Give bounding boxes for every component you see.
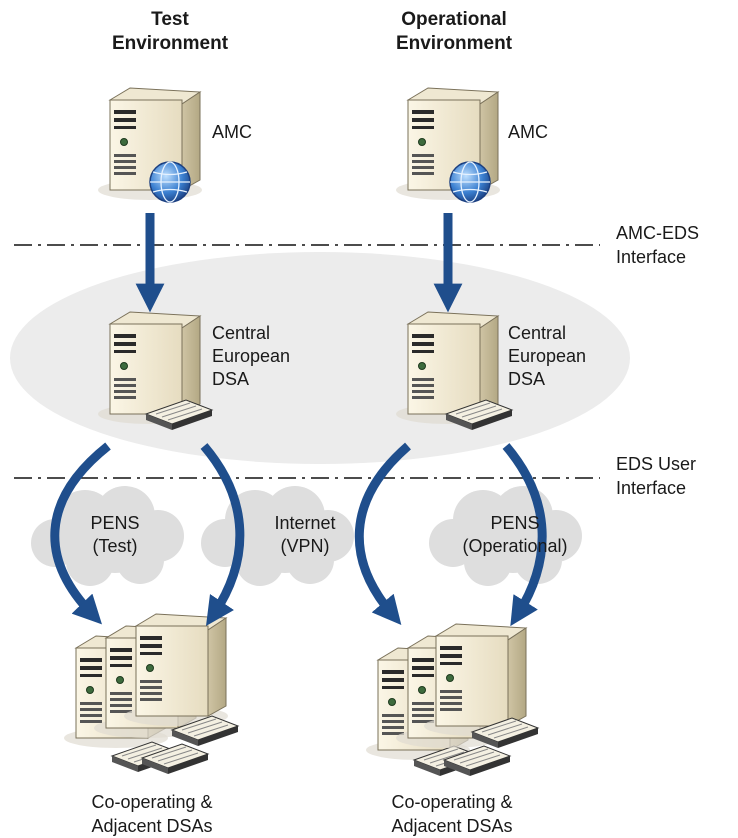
- amc-eds-interface-line1: AMC-EDS: [616, 223, 700, 243]
- adjacent-dsa-operational-label: Co-operating & Adjacent DSAs: [342, 790, 562, 838]
- pens-test-line1: PENS: [90, 513, 140, 533]
- dsa-test-label-line1: Central: [212, 323, 271, 343]
- pens-operational-line1: PENS: [490, 513, 540, 533]
- pens-test-label: PENS (Test): [30, 512, 200, 558]
- pens-operational-label: PENS (Operational): [430, 512, 600, 558]
- amc-eds-interface-line2: Interface: [616, 247, 687, 267]
- adjacent-dsa-test-label: Co-operating & Adjacent DSAs: [42, 790, 262, 838]
- arrow-dsa-test-pens: [50, 442, 111, 625]
- dsa-test-label: Central European DSA: [212, 322, 290, 391]
- pens-operational-line2: (Operational): [462, 536, 568, 556]
- arrow-dsa-test-internet: [200, 443, 245, 626]
- adjacent-dsa-operational-cluster-icon: [365, 623, 539, 777]
- amc-test-globe-icon: [149, 161, 191, 203]
- dsa-operational-label-line2: European: [508, 346, 587, 366]
- amc-operational-globe-icon: [449, 161, 491, 203]
- amc-eds-interface-label: AMC-EDS Interface: [616, 221, 699, 269]
- dsa-operational-label: Central European DSA: [508, 322, 586, 391]
- dsa-operational-label-line1: Central: [508, 323, 567, 343]
- dsa-test-label-line2: European: [212, 346, 291, 366]
- operational-heading-line2: Environment: [395, 33, 513, 54]
- internet-line1: Internet: [274, 513, 336, 533]
- test-heading-line1: Test: [151, 9, 189, 30]
- amc-test-label: AMC: [212, 122, 252, 142]
- amc-operational-label: AMC: [508, 122, 548, 142]
- dsa-test-label-line3: DSA: [212, 369, 250, 389]
- operational-environment-heading: Operational Environment: [344, 8, 564, 56]
- test-heading-line2: Environment: [111, 33, 229, 54]
- eds-user-interface-line1: EDS User: [616, 454, 697, 474]
- adjacent-dsa-test-line1: Co-operating &: [91, 792, 213, 812]
- adjacent-dsa-operational-line1: Co-operating &: [391, 792, 513, 812]
- internet-line2: (VPN): [280, 536, 330, 556]
- adjacent-dsa-test-cluster-icon: [63, 613, 239, 775]
- eds-user-interface-line2: Interface: [616, 478, 687, 498]
- dsa-operational-label-line3: DSA: [508, 369, 546, 389]
- operational-heading-line1: Operational: [401, 9, 507, 30]
- internet-vpn-label: Internet (VPN): [220, 512, 390, 558]
- eds-user-interface-label: EDS User Interface: [616, 452, 696, 500]
- test-environment-heading: Test Environment: [60, 8, 280, 56]
- arrow-dsa-operational-pens: [502, 443, 547, 627]
- arrow-dsa-operational-internet: [354, 442, 411, 625]
- adjacent-dsa-test-line2: Adjacent DSAs: [91, 816, 213, 836]
- pens-test-line2: (Test): [92, 536, 138, 556]
- adjacent-dsa-operational-line2: Adjacent DSAs: [391, 816, 513, 836]
